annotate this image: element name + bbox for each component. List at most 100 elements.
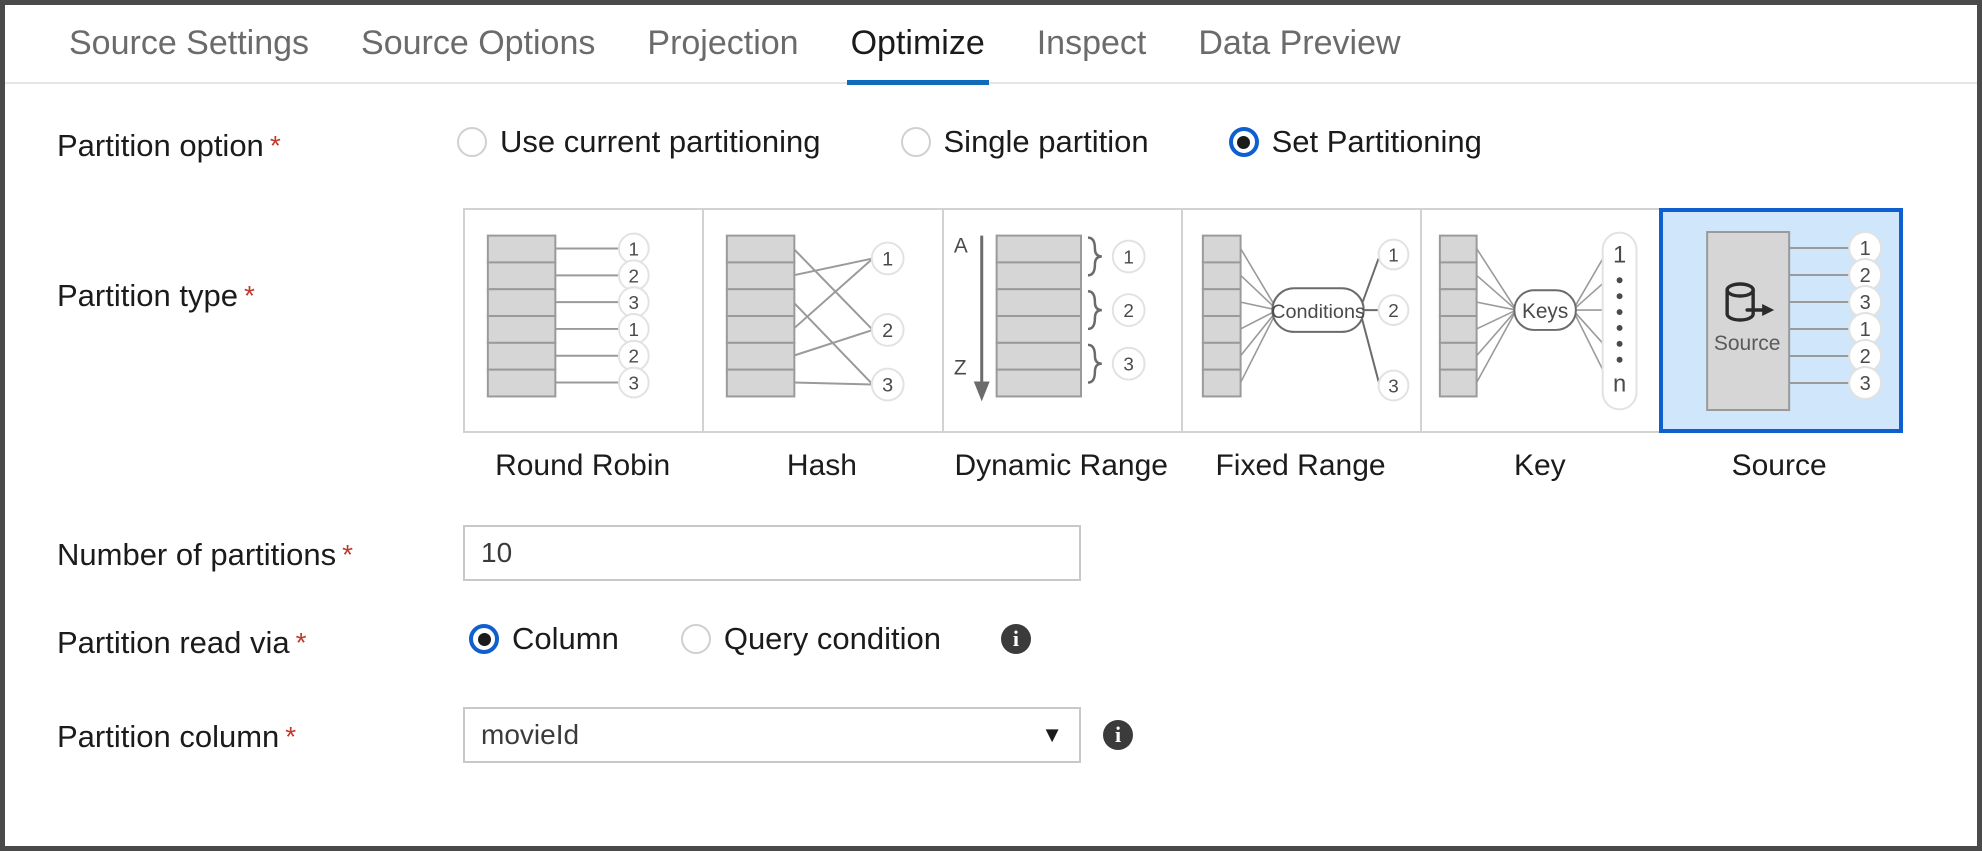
partition-type-card-round-robin[interactable]: 1 2 3 1 2 3 <box>465 210 705 431</box>
select-value: movieId <box>481 719 580 750</box>
tab-source-options[interactable]: Source Options <box>335 5 621 83</box>
row-number-of-partitions: Number of partitions* 10 <box>5 525 1977 581</box>
conditions-node-label: Conditions <box>1271 301 1365 323</box>
radio-query-condition[interactable]: Query condition <box>680 621 941 657</box>
svg-text:2: 2 <box>1860 346 1871 368</box>
partition-type-labels: Round Robin Hash Dynamic Range Fixed Ran… <box>463 449 1899 483</box>
radio-set-partitioning[interactable]: Set Partitioning <box>1228 124 1482 160</box>
partition-read-via-label: Partition read via* <box>57 625 307 660</box>
svg-text:2: 2 <box>629 346 640 367</box>
partition-option-radios: Use current partitioning Single partitio… <box>457 124 1482 160</box>
svg-text:1: 1 <box>629 319 640 340</box>
tab-inspect[interactable]: Inspect <box>1011 5 1173 83</box>
svg-text:1: 1 <box>1860 238 1871 260</box>
database-icon <box>1725 282 1775 322</box>
partition-type-label: Partition type* <box>57 278 255 313</box>
svg-text:3: 3 <box>882 374 893 396</box>
source-node-label: Source <box>1714 332 1781 355</box>
source-diagram: Source 1 2 3 1 2 3 <box>1706 231 1883 411</box>
svg-text:2: 2 <box>1860 265 1871 287</box>
row-partition-read-via: Partition read via* Column Query conditi… <box>5 621 1977 661</box>
partition-option-label: Partition option* <box>57 128 281 163</box>
tab-label: Optimize <box>850 24 985 62</box>
tab-projection[interactable]: Projection <box>621 5 824 83</box>
svg-text:3: 3 <box>629 373 640 394</box>
svg-text:2: 2 <box>629 265 640 286</box>
number-of-partitions-input[interactable]: 10 <box>463 525 1081 581</box>
svg-text:1: 1 <box>1388 244 1399 265</box>
radio-label: Column <box>512 621 619 656</box>
svg-text:2: 2 <box>882 320 893 342</box>
radio-column[interactable]: Column <box>469 621 619 657</box>
radio-indicator[interactable] <box>457 127 487 157</box>
optimize-form: Partition option* Use current partitioni… <box>5 124 1977 763</box>
radio-indicator[interactable] <box>680 624 711 654</box>
tab-bar: Source Settings Source Options Projectio… <box>5 5 1977 85</box>
partition-column-control: movieId ▼ i <box>463 707 1133 763</box>
partition-column-label: Partition column* <box>57 719 297 754</box>
key-range-top: 1 <box>1613 241 1626 268</box>
radio-label: Query condition <box>723 621 941 656</box>
svg-text:1: 1 <box>1860 319 1871 341</box>
number-of-partitions-control: 10 <box>463 525 1081 581</box>
radio-label: Set Partitioning <box>1271 124 1482 159</box>
partition-type-picker: 1 2 3 1 2 3 <box>463 208 1903 483</box>
partition-type-card-key[interactable]: Keys 1 n <box>1422 210 1662 431</box>
radio-indicator[interactable] <box>1228 127 1259 157</box>
tab-source-settings[interactable]: Source Settings <box>43 5 335 83</box>
tab-data-preview[interactable]: Data Preview <box>1172 5 1426 83</box>
required-asterisk: * <box>285 721 297 752</box>
partition-type-card-hash[interactable]: 1 2 3 <box>704 210 944 431</box>
svg-text:3: 3 <box>629 292 640 313</box>
required-asterisk: * <box>342 539 354 570</box>
tab-label: Data Preview <box>1198 24 1401 62</box>
partition-type-cards: 1 2 3 1 2 3 <box>463 208 1903 433</box>
card-label-round-robin: Round Robin <box>495 449 671 482</box>
radio-use-current-partitioning[interactable]: Use current partitioning <box>457 124 821 160</box>
card-label-dynamic-range: Dynamic Range <box>954 449 1168 482</box>
info-icon[interactable]: i <box>1103 720 1133 750</box>
tab-label: Source Settings <box>69 24 310 62</box>
svg-text:1: 1 <box>882 248 893 270</box>
partition-column-select[interactable]: movieId ▼ <box>463 707 1081 763</box>
card-label-hash: Hash <box>786 449 857 482</box>
tab-label: Source Options <box>361 24 596 62</box>
svg-text:3: 3 <box>1860 373 1871 395</box>
card-label-source: Source <box>1731 449 1827 482</box>
partition-type-card-dynamic-range[interactable]: A Z <box>943 210 1183 431</box>
radio-single-partition[interactable]: Single partition <box>900 124 1149 160</box>
required-asterisk: * <box>243 280 255 311</box>
tab-label: Projection <box>647 24 799 62</box>
svg-text:3: 3 <box>1123 354 1134 375</box>
tab-optimize[interactable]: Optimize <box>825 5 1011 85</box>
row-partition-type: Partition type* <box>5 208 1977 483</box>
svg-text:3: 3 <box>1860 292 1871 314</box>
number-of-partitions-label: Number of partitions* <box>57 537 354 572</box>
fixed-range-diagram: Conditions 123 <box>1201 234 1410 402</box>
svg-text:3: 3 <box>1388 375 1399 396</box>
required-asterisk: * <box>269 130 281 161</box>
partition-type-card-source[interactable]: Source 1 2 3 1 2 3 <box>1659 208 1903 433</box>
hash-diagram: 1 2 3 <box>726 234 905 402</box>
radio-label: Use current partitioning <box>500 124 821 159</box>
chevron-down-icon[interactable]: ▼ <box>1041 722 1063 747</box>
svg-text:1: 1 <box>629 238 640 259</box>
svg-text:2: 2 <box>1123 300 1134 321</box>
dynamic-range-diagram: A Z <box>954 234 1146 402</box>
radio-indicator[interactable] <box>469 624 499 654</box>
info-icon[interactable]: i <box>1000 624 1031 654</box>
radio-label: Single partition <box>943 124 1149 159</box>
key-range-bottom: n <box>1613 370 1626 397</box>
card-label-key: Key <box>1513 449 1566 482</box>
radio-indicator[interactable] <box>900 127 931 157</box>
partition-read-via-radios: Column Query condition i <box>463 621 1031 657</box>
axis-top-label: A <box>954 234 968 257</box>
key-diagram: Keys 1 n <box>1439 231 1638 411</box>
row-partition-column: Partition column* movieId ▼ i <box>5 707 1977 763</box>
input-value: 10 <box>481 537 513 568</box>
keys-node-label: Keys <box>1522 300 1568 323</box>
tab-label: Inspect <box>1036 24 1147 62</box>
card-label-fixed-range: Fixed Range <box>1215 449 1386 482</box>
